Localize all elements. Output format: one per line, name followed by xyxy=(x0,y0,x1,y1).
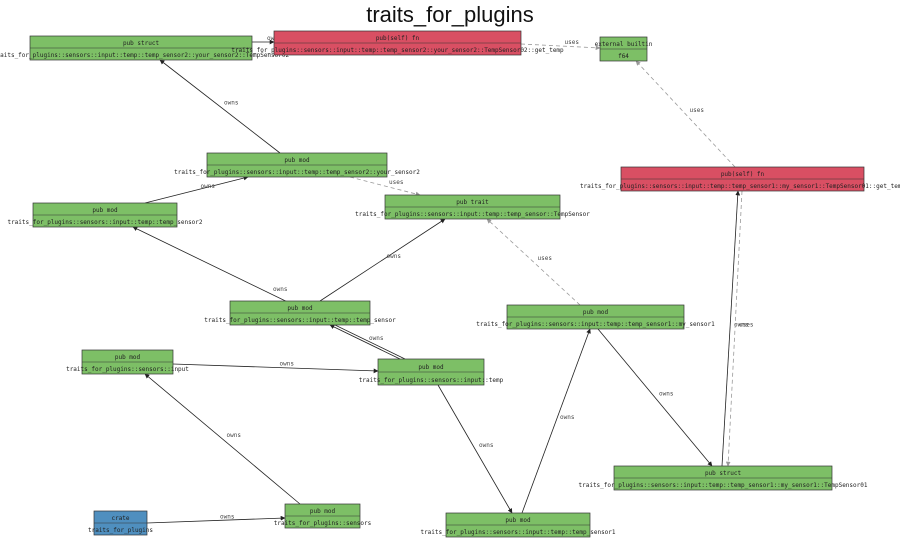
edge-label-ms1-trait: uses xyxy=(538,255,553,262)
edge-ts2-ys2 xyxy=(144,175,249,204)
node-trait[interactable]: pub traittraits_for_plugins::sensors::in… xyxy=(355,194,590,220)
node-kind-ext: external builtin xyxy=(595,41,653,48)
node-name-ys2: traits_for_plugins::sensors::input::temp… xyxy=(174,169,420,176)
node-fn2[interactable]: pub(self) fntraits_for_plugins::sensors:… xyxy=(231,30,564,56)
edge-label-crate-sensors: owns xyxy=(220,514,235,521)
node-ts1[interactable]: pub modtraits_for_plugins::sensors::inpu… xyxy=(420,512,616,538)
node-name-fn2: traits_for_plugins::sensors::input::temp… xyxy=(231,47,564,54)
edge-fn1-struct1 xyxy=(725,190,743,467)
edge-label-ts1-ms1: owns xyxy=(560,414,575,421)
node-struct1[interactable]: pub structtraits_for_plugins::sensors::i… xyxy=(579,465,868,491)
node-name-struct1: traits_for_plugins::sensors::input::temp… xyxy=(579,482,868,489)
node-kind-trait: pub trait xyxy=(456,199,489,206)
edge-label-struct1-fn1: owns xyxy=(734,322,749,329)
edge-label-input-temp: owns xyxy=(280,361,295,368)
edge-temp-ts2 xyxy=(132,226,406,360)
edge-label-temp-temp_sensor: owns xyxy=(369,335,384,342)
node-fn1[interactable]: pub(self) fntraits_for_plugins::sensors:… xyxy=(580,166,900,192)
edge-label-sensors-input: owns xyxy=(227,432,242,439)
edge-input-temp xyxy=(172,363,379,374)
node-kind-fn2: pub(self) fn xyxy=(376,35,420,42)
node-ms1[interactable]: pub modtraits_for_plugins::sensors::inpu… xyxy=(476,304,715,330)
node-kind-struct2: pub struct xyxy=(123,40,160,47)
node-name-trait: traits_for_plugins::sensors::input::temp… xyxy=(355,211,590,218)
node-temp_sensor[interactable]: pub modtraits_for_plugins::sensors::inpu… xyxy=(204,300,396,326)
node-name-ts2: traits_for_plugins::sensors::input::temp… xyxy=(7,219,202,226)
edge-struct1-fn1 xyxy=(721,190,741,467)
edge-temp-ts1 xyxy=(437,384,513,514)
node-name-fn1: traits_for_plugins::sensors::input::temp… xyxy=(580,183,900,190)
edge-label-temp-ts2: owns xyxy=(273,286,288,293)
edge-label-ys2-trait: uses xyxy=(389,179,404,186)
node-kind-ts1: pub mod xyxy=(505,517,531,524)
edge-label-ys2-struct2: owns xyxy=(224,100,239,107)
edge-ys2-struct2 xyxy=(159,59,281,154)
node-crate[interactable]: crate traits_for_plugins xyxy=(88,510,153,536)
node-kind-input: pub mod xyxy=(115,354,141,361)
node-kind-ms1: pub mod xyxy=(583,309,609,316)
edge-label-temp_sensor-trait: owns xyxy=(387,253,402,260)
edge-temp_sensor-trait xyxy=(319,218,446,302)
node-name-ts1: traits_for_plugins::sensors::input::temp… xyxy=(420,529,615,536)
edge-fn2-ext xyxy=(520,43,601,51)
edge-ts1-ms1 xyxy=(521,328,591,514)
edge-ms1-trait xyxy=(486,218,581,306)
node-name-temp_sensor: traits_for_plugins::sensors::input::temp… xyxy=(204,317,396,324)
node-name-sensors: traits_for_plugins::sensors xyxy=(274,520,372,527)
node-kind-fn1: pub(self) fn xyxy=(721,171,765,178)
node-kind-ts2: pub mod xyxy=(92,207,118,214)
edge-ys2-trait xyxy=(349,176,421,197)
node-name-struct2: traits_for_plugins::sensors::input::temp… xyxy=(0,52,289,59)
node-name-input: traits_for_plugins::sensors::input xyxy=(66,366,189,373)
node-kind-crate: crate xyxy=(111,515,129,522)
node-kind-temp: pub mod xyxy=(418,364,444,371)
edge-label-temp-ts1: owns xyxy=(479,442,494,449)
edge-label-fn1-struct1: uses xyxy=(739,322,754,329)
edge-temp-temp_sensor xyxy=(329,324,401,360)
node-kind-struct1: pub struct xyxy=(705,470,742,477)
node-name-temp: traits_for_plugins::sensors::input::temp xyxy=(359,377,504,384)
edge-crate-sensors xyxy=(146,515,286,524)
edge-label-ms1-struct1: owns xyxy=(659,391,674,398)
node-temp[interactable]: pub modtraits_for_plugins::sensors::inpu… xyxy=(359,358,504,386)
node-name-ms1: traits_for_plugins::sensors::input::temp… xyxy=(476,321,715,328)
diagram-title: traits_for_plugins xyxy=(366,2,534,27)
node-kind-sensors: pub mod xyxy=(310,508,336,515)
edge-label-fn2-ext: uses xyxy=(565,39,580,46)
node-kind-temp_sensor: pub mod xyxy=(287,305,313,312)
edge-ms1-struct1 xyxy=(597,328,713,467)
node-input[interactable]: pub modtraits_for_plugins::sensors::inpu… xyxy=(66,349,189,375)
node-ys2[interactable]: pub modtraits_for_plugins::sensors::inpu… xyxy=(174,152,420,178)
edge-label-ts2-ys2: owns xyxy=(201,183,216,190)
edge-fn1-ext xyxy=(635,60,736,168)
edge-label-fn1-ext: uses xyxy=(690,107,705,114)
edge-sensors-input xyxy=(144,373,301,505)
node-name-ext: f64 xyxy=(618,53,629,60)
node-ts2[interactable]: pub modtraits_for_plugins::sensors::inpu… xyxy=(7,202,203,228)
node-struct2[interactable]: pub structtraits_for_plugins::sensors::i… xyxy=(0,35,289,61)
node-ext[interactable]: external builtin f64 xyxy=(595,36,653,62)
node-kind-ys2: pub mod xyxy=(284,157,310,164)
node-name-crate: traits_for_plugins xyxy=(88,527,153,534)
